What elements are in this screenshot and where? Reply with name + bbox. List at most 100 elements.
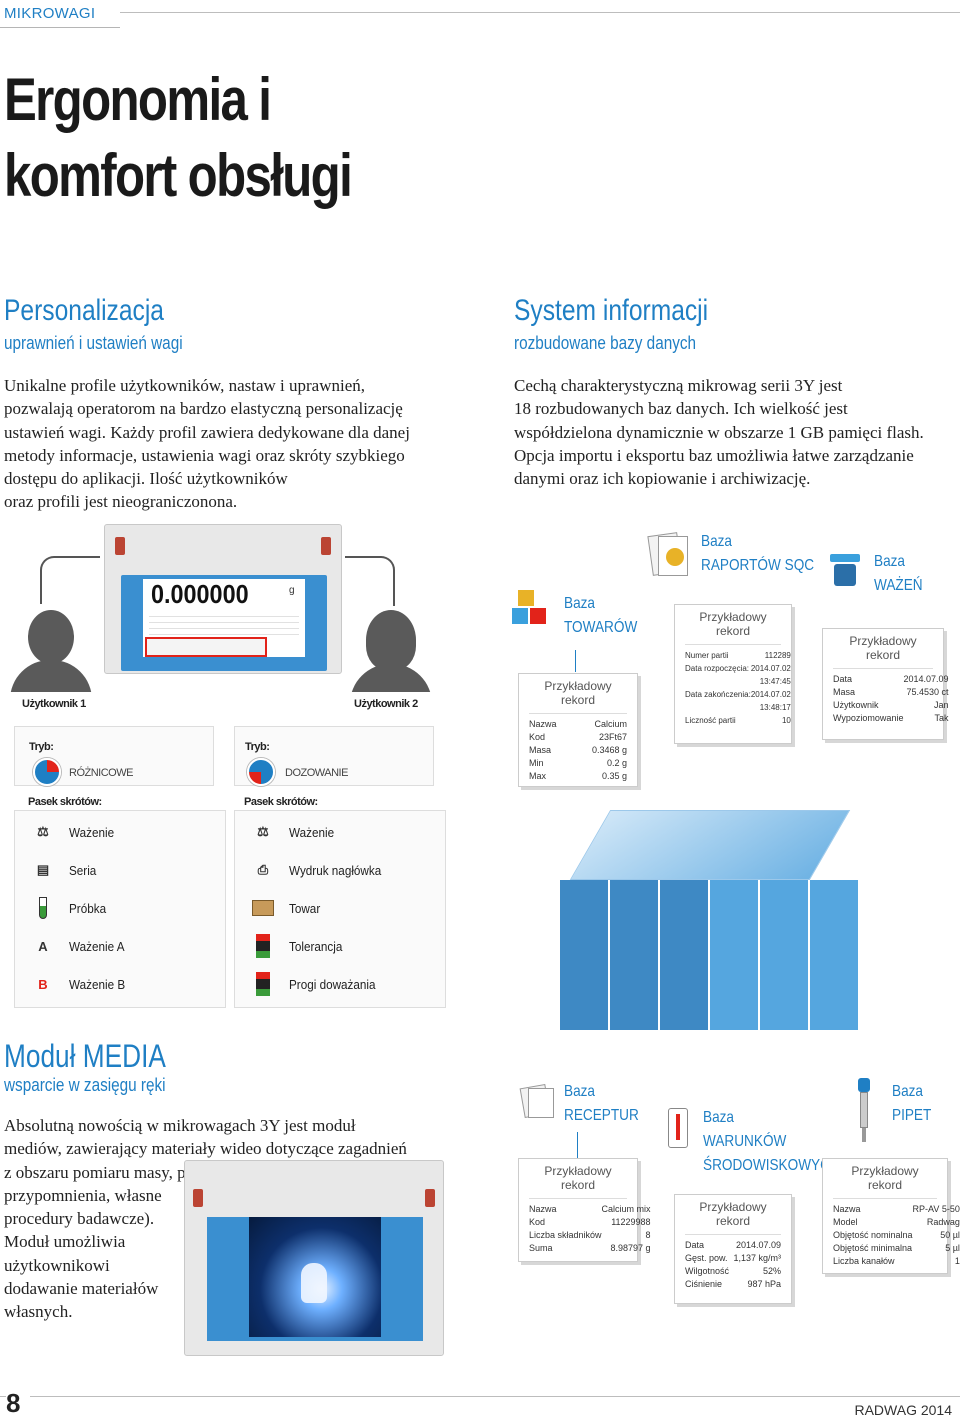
touch-hand-icon bbox=[301, 1263, 327, 1303]
text-line: współdzielona dynamicznie w obszarze 1 G… bbox=[514, 422, 924, 442]
footer-rule bbox=[0, 1396, 960, 1397]
card-header: Przykładowy rekord bbox=[529, 674, 627, 714]
baza-label: Baza bbox=[564, 1083, 595, 1100]
text-line: przypomnienia, własne bbox=[4, 1185, 162, 1205]
table-row: Gęst. pow.1,137 kg/m³ bbox=[685, 1253, 781, 1263]
shortcut-label: Progi doważania bbox=[289, 976, 376, 992]
product-box-icon bbox=[245, 891, 281, 925]
connector-line bbox=[575, 650, 576, 672]
shortcut-item[interactable]: ⚖Ważenie bbox=[245, 813, 445, 851]
tolerance-icon bbox=[245, 929, 281, 963]
scale-icon: ⚖ bbox=[257, 824, 269, 839]
thermometer-icon bbox=[662, 1108, 694, 1154]
weight-readout: 0.000000 bbox=[151, 579, 249, 609]
baza-label: Baza bbox=[703, 1109, 734, 1126]
title-line-1: Ergonomia i bbox=[4, 66, 272, 133]
card-header: Przykładowy rekord bbox=[833, 1159, 937, 1199]
user-1-label: Użytkownik 1 bbox=[22, 698, 86, 710]
cube-right-face bbox=[710, 880, 860, 1030]
products-cube-icon bbox=[512, 590, 556, 634]
media-subheading: wsparcie w zasięgu ręki bbox=[4, 1075, 166, 1095]
text-line: Unikalne profile użytkowników, nastaw i … bbox=[4, 376, 366, 395]
cube-top bbox=[569, 810, 851, 880]
shortcut-item[interactable]: Tolerancja bbox=[245, 927, 445, 965]
header-rule bbox=[120, 12, 960, 13]
baza-name: WAŻEŃ bbox=[874, 577, 923, 594]
shortcut-label: Ważenie bbox=[69, 824, 115, 840]
text-line: Cechą charakterystyczną mikrowag serii 3… bbox=[514, 376, 843, 395]
text-line: mediów, zawierający materiały wideo doty… bbox=[4, 1139, 407, 1159]
mode-value: DOZOWANIE bbox=[285, 767, 348, 779]
card-header: Przykładowy rekord bbox=[685, 605, 781, 645]
table-row: 13:47:45 bbox=[759, 677, 791, 686]
baza-label: Baza bbox=[564, 595, 595, 612]
shortcut-item[interactable]: ⚖Ważenie bbox=[25, 813, 225, 851]
shortcut-label: Seria bbox=[69, 862, 97, 878]
weight-unit: g bbox=[289, 585, 295, 596]
media-screen bbox=[207, 1217, 423, 1341]
display-panel: 0.000000 g bbox=[143, 579, 305, 657]
section-label: MIKROWAGI bbox=[4, 5, 96, 22]
series-icon: ▤ bbox=[36, 862, 50, 877]
mode-differential-icon bbox=[33, 758, 61, 786]
table-row: 13:48:17 bbox=[759, 703, 791, 712]
balance-terminal: 0.000000 g bbox=[104, 524, 342, 674]
baza-warunkow-title: Baza WARUNKÓW ŚRODOWISKOWYCH bbox=[703, 1106, 840, 1178]
table-row: Data zakończenia:2014.07.02 bbox=[685, 690, 791, 699]
system-subheading: rozbudowane bazy danych bbox=[514, 333, 697, 353]
printer-icon: ⎙ bbox=[257, 862, 269, 877]
shortcut-label: Ważenie A bbox=[69, 938, 125, 954]
shortcut-item[interactable]: Towar bbox=[245, 889, 445, 927]
threshold-icon bbox=[245, 967, 281, 1001]
media-video-grid bbox=[249, 1217, 381, 1337]
cube-left-face bbox=[560, 880, 710, 1030]
mode-dosing-icon bbox=[247, 758, 275, 786]
mode-label: Tryb: bbox=[245, 741, 270, 753]
shortcut-item[interactable]: ▤ Seria bbox=[25, 851, 225, 889]
shortcut-item[interactable]: Progi doważania bbox=[245, 965, 445, 1003]
baza-name: TOWARÓW bbox=[564, 619, 638, 636]
text-line: własnych. bbox=[4, 1302, 73, 1322]
media-text: Absolutną nowością w mikrowagach 3Y jest… bbox=[4, 1114, 464, 1324]
media-heading: Moduł MEDIA bbox=[4, 1038, 166, 1074]
section-tab: MIKROWAGI bbox=[0, 0, 120, 28]
text-line: użytkownikowi bbox=[4, 1255, 110, 1275]
baza-label: Baza bbox=[701, 533, 732, 550]
shortcut-item[interactable]: ⎙ Wydruk nagłówka bbox=[245, 851, 445, 889]
text-line: dodawanie materiałów bbox=[4, 1279, 159, 1299]
user-2-shortcuts-label: Pasek skrótów: bbox=[244, 796, 318, 808]
shortcut-item[interactable]: Próbka bbox=[25, 889, 225, 927]
user-1-shortcuts-label: Pasek skrótów: bbox=[28, 796, 102, 808]
connector-line bbox=[577, 1132, 578, 1158]
shortcut-label: Wydruk nagłówka bbox=[289, 862, 382, 878]
mode-value: RÓŻNICOWE bbox=[69, 767, 133, 779]
user-2-mode-panel: Tryb: DOZOWANIE bbox=[234, 726, 434, 786]
status-led-icon bbox=[321, 537, 331, 555]
card-header: Przykładowy rekord bbox=[685, 1195, 781, 1235]
shortcut-label: Ważenie B bbox=[69, 976, 126, 992]
